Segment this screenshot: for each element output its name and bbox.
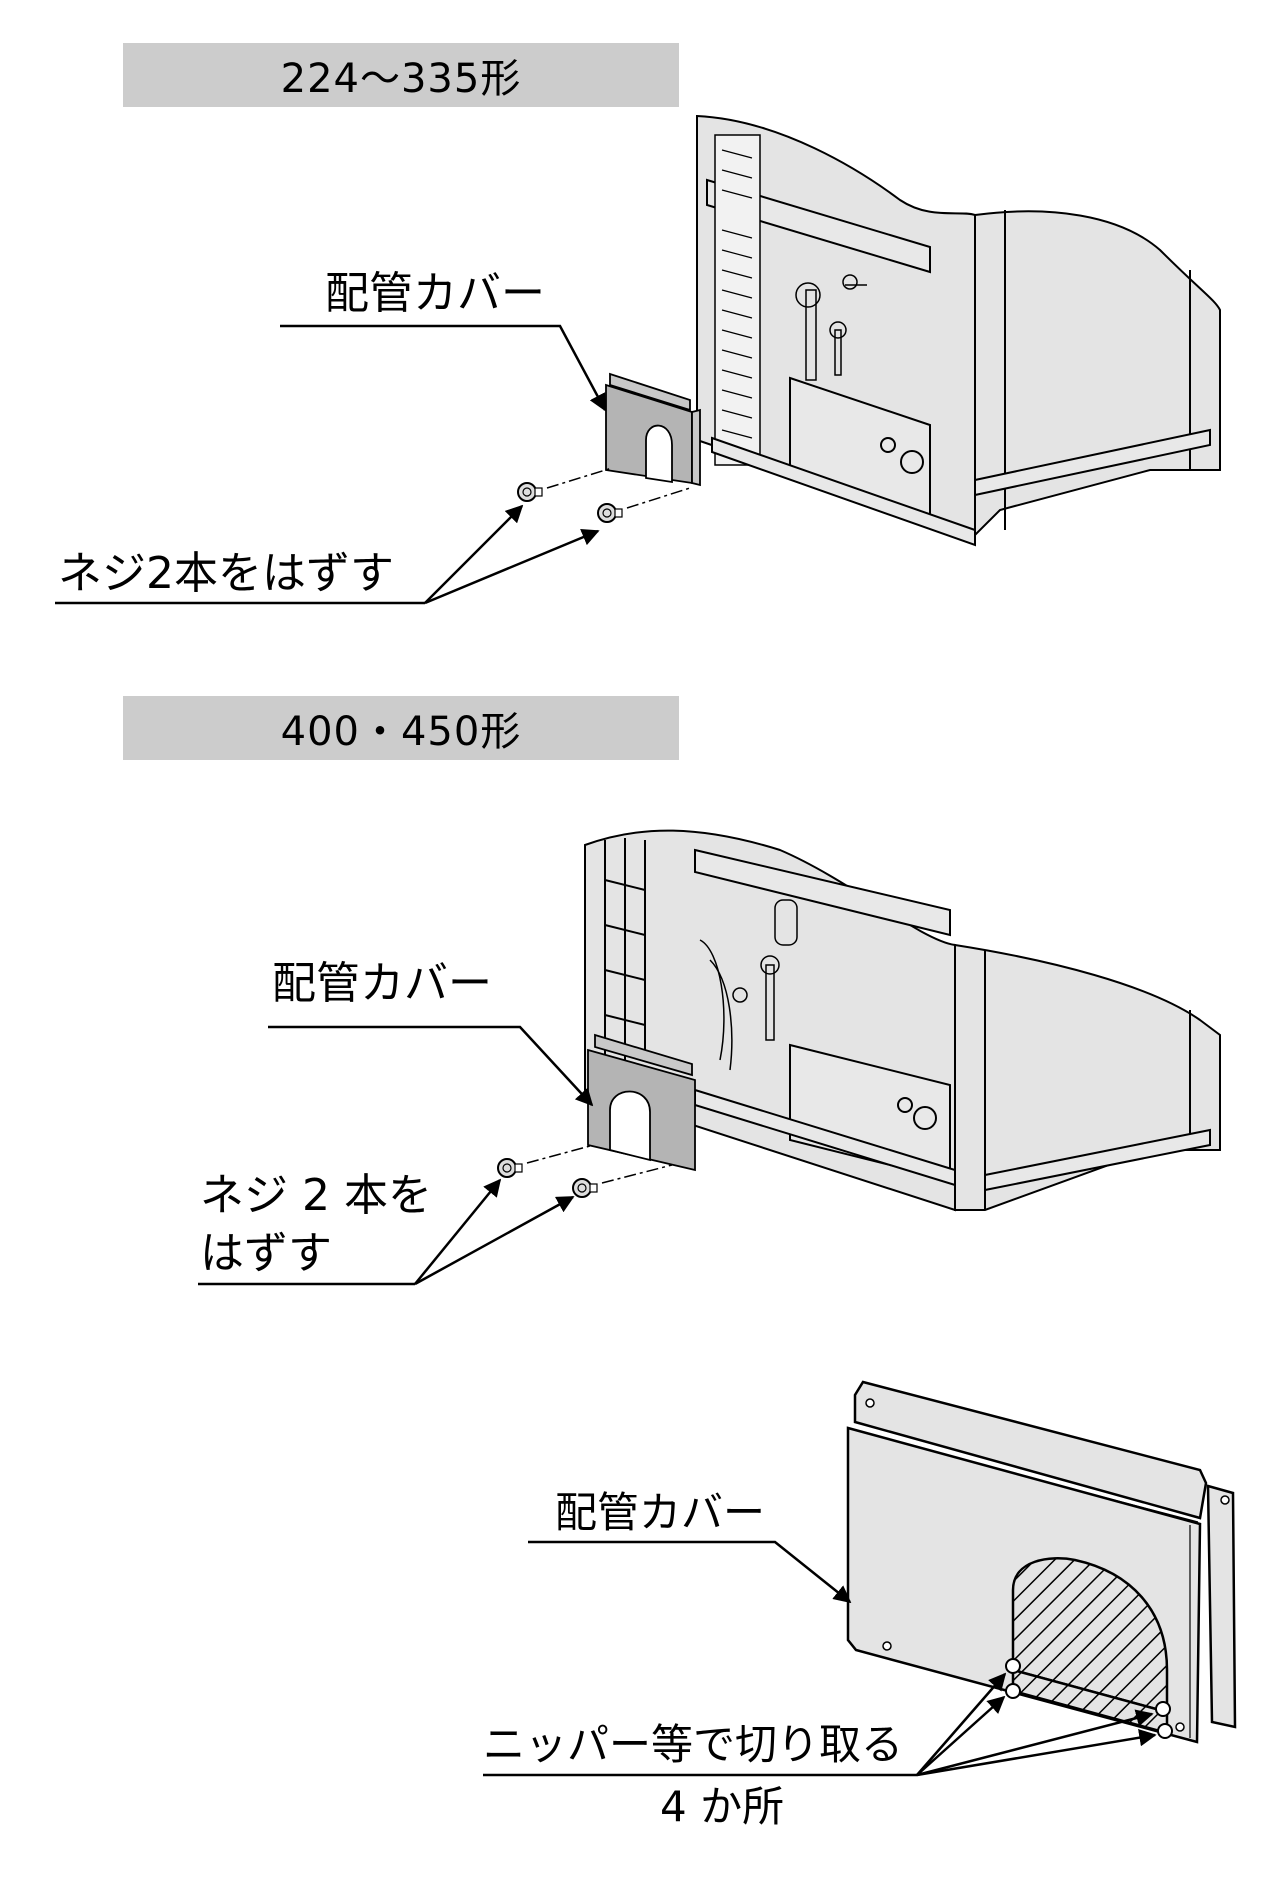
screw-arrow-1-top	[424, 504, 524, 604]
cut-count: 4 か所	[660, 1782, 785, 1831]
screw-instruction-mid-line2: はずす	[200, 1228, 332, 1279]
screw-arrow-2-top	[424, 528, 600, 605]
model-header-400-450: 400・450形	[123, 696, 679, 760]
outdoor-unit-224-335	[696, 114, 1221, 547]
cover-callout-line-mid	[268, 1025, 594, 1107]
screw-arrow-2-mid	[414, 1195, 575, 1286]
screw-guide-line	[526, 1145, 591, 1164]
screw-1-mid	[497, 1158, 523, 1178]
cover-label-bottom: 配管カバー	[555, 1488, 766, 1537]
screw-2-mid	[572, 1178, 598, 1198]
cut-arrow-4	[916, 1728, 1157, 1777]
pipe-cover-400-450	[587, 1033, 696, 1172]
cover-callout-line-top	[280, 324, 607, 412]
cover-label-mid: 配管カバー	[272, 958, 492, 1009]
cut-instruction: ニッパー等で切り取る	[483, 1720, 904, 1769]
pipe-cover-detail	[846, 1380, 1237, 1744]
model-header-text: 224〜335形	[280, 56, 522, 102]
screw-1-top	[517, 482, 543, 502]
screw-guide-line	[546, 467, 613, 489]
cut-point-markers	[1005, 1658, 1173, 1739]
screw-arrow-1-mid	[414, 1178, 502, 1285]
pipe-cover-224-335	[605, 372, 701, 487]
cut-point-3	[1155, 1701, 1171, 1717]
screw-guide-line	[601, 1164, 673, 1184]
model-header-text: 400・450形	[280, 709, 522, 755]
cut-arrow-1	[916, 1672, 1007, 1776]
screw-2-top	[597, 503, 623, 523]
cut-point-1	[1005, 1658, 1021, 1674]
cut-point-2	[1005, 1683, 1021, 1699]
cut-arrow-2	[916, 1695, 1006, 1776]
screw-guide-line	[626, 487, 691, 509]
screw-instruction-top: ネジ2本をはずす	[58, 548, 394, 599]
model-header-224-335: 224〜335形	[123, 43, 679, 107]
cut-arrow-3	[916, 1709, 1154, 1777]
cut-point-4	[1157, 1723, 1173, 1739]
screw-instruction-mid-line1: ネジ 2 本を	[200, 1170, 432, 1221]
cover-label-top: 配管カバー	[325, 268, 545, 319]
cover-callout-line-bottom	[528, 1540, 852, 1604]
